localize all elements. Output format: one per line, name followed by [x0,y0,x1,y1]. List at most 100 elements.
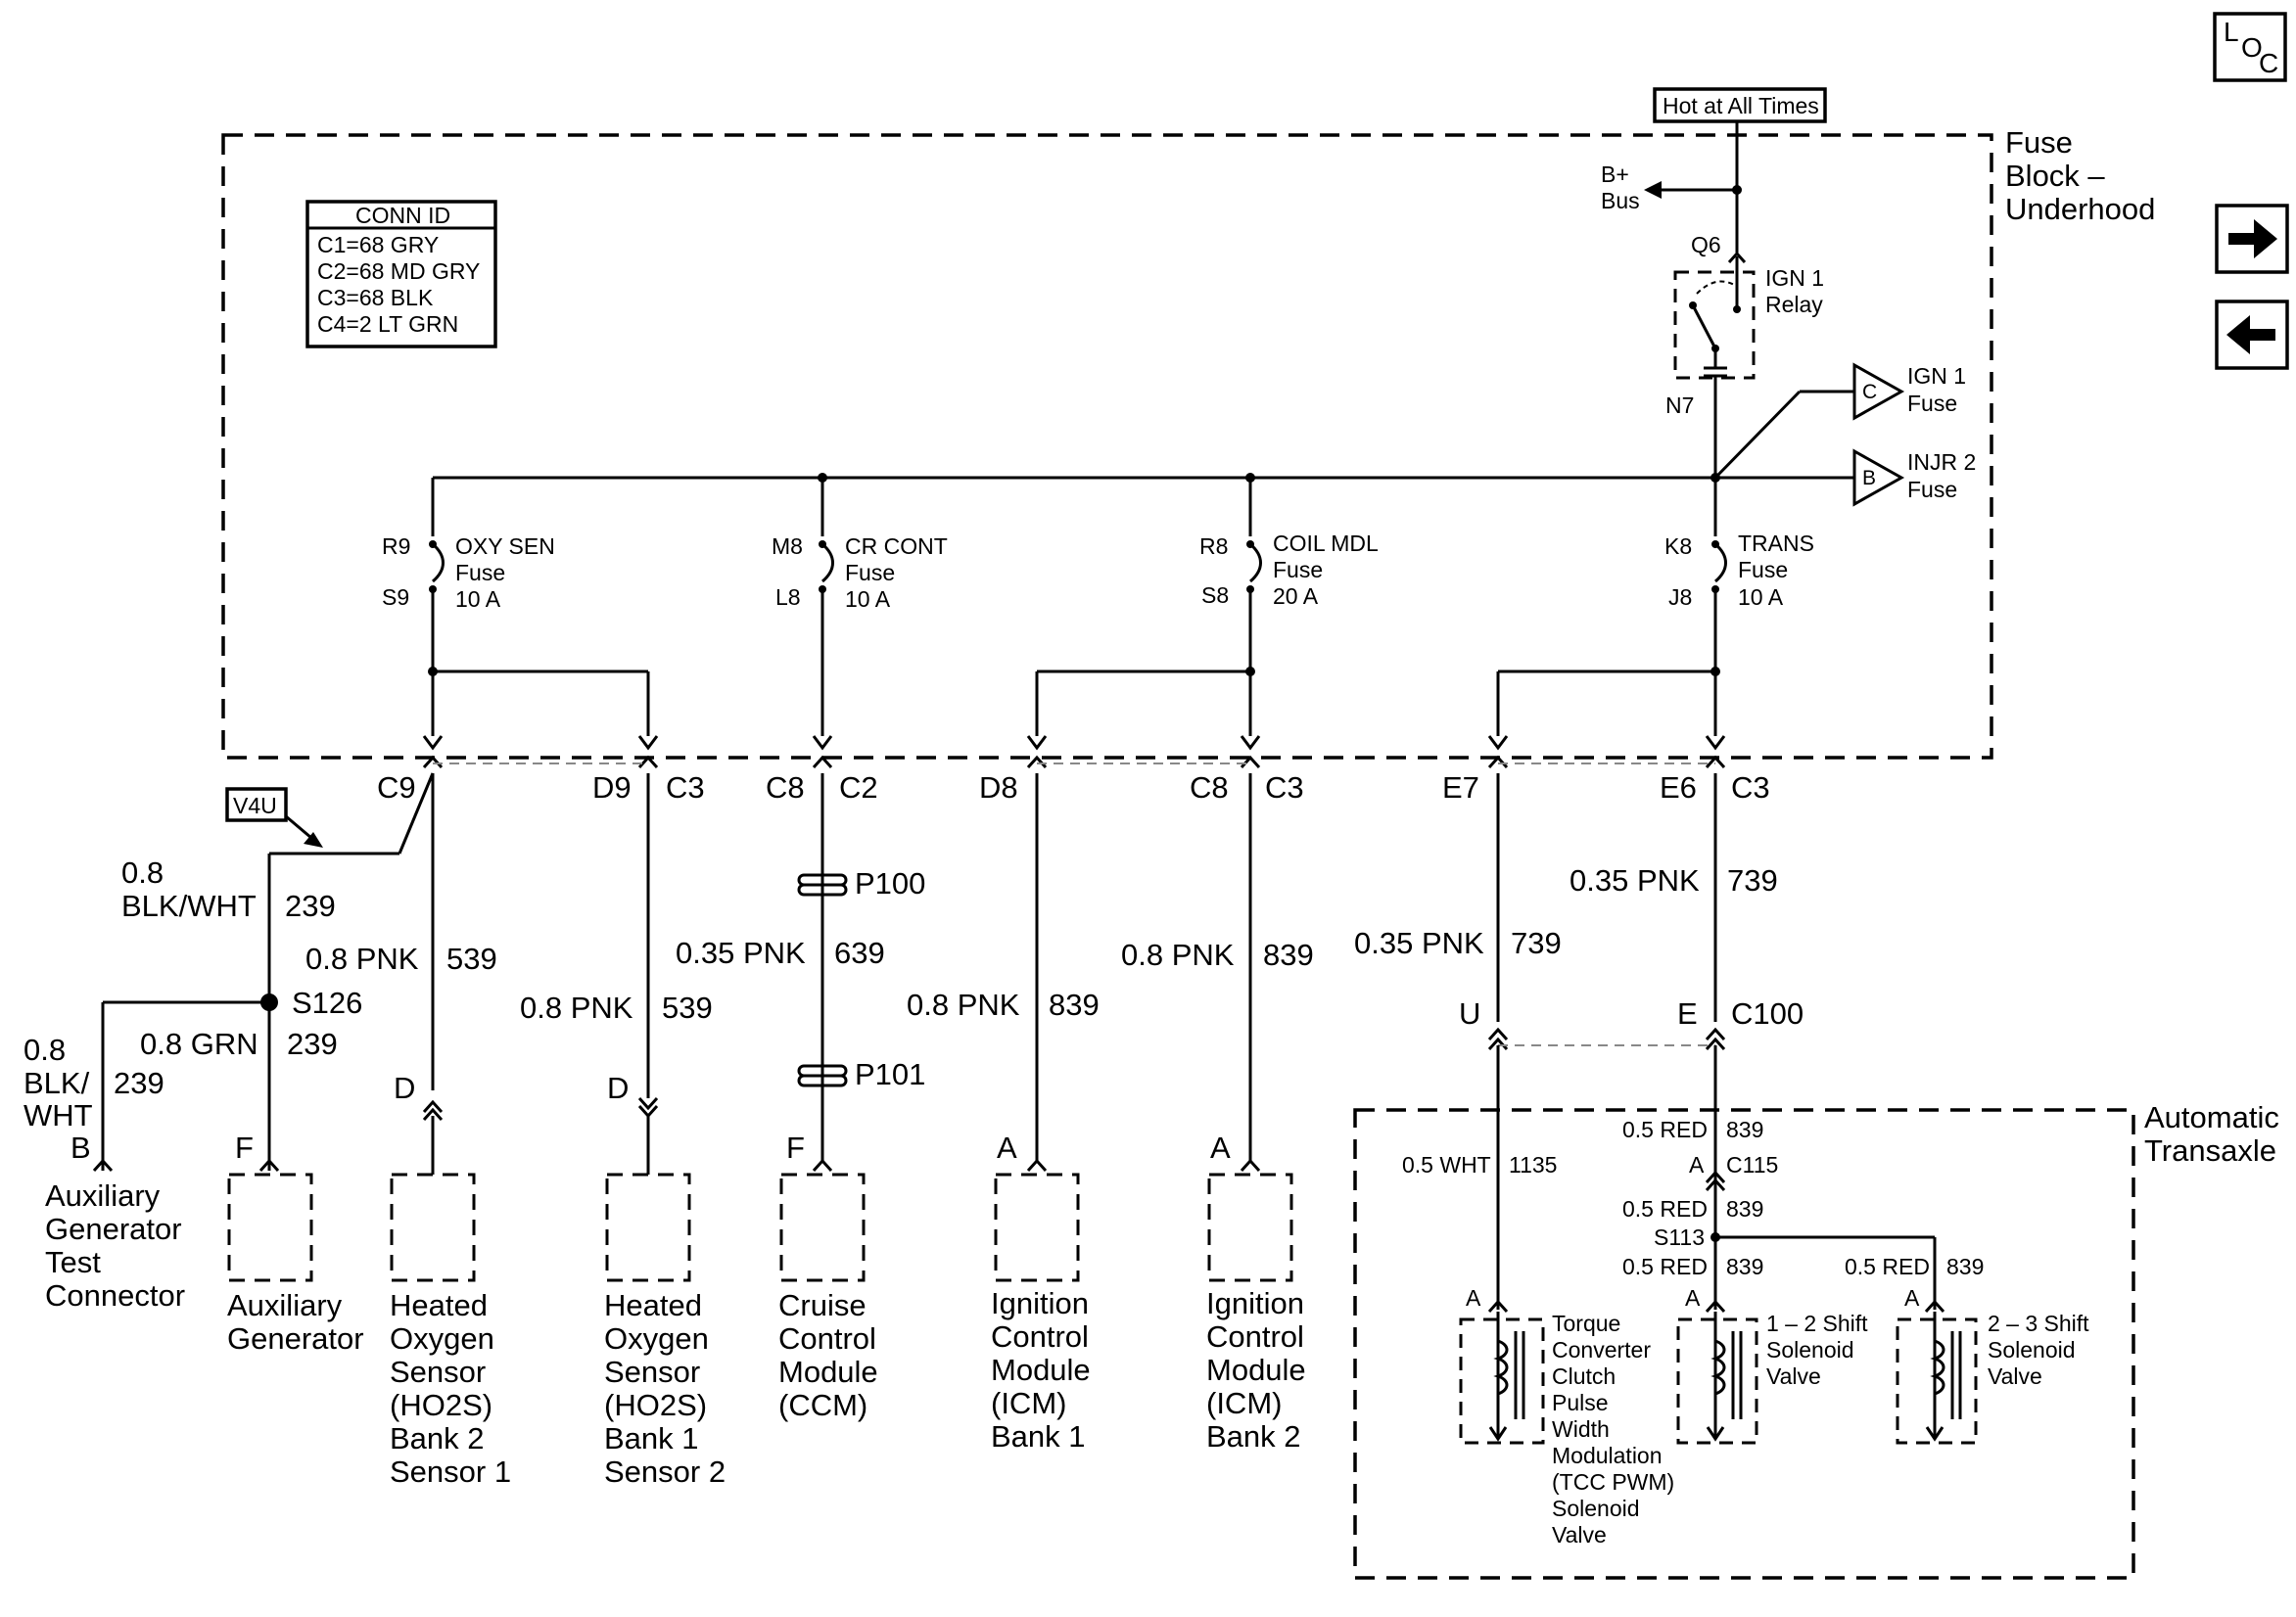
wire-color: WHT [23,1098,93,1132]
ref-flag-b-letter: B [1862,467,1876,489]
component-pin: F [786,1131,805,1165]
wire-circuit: 739 [1511,926,1562,960]
wire-circuit: 539 [446,942,497,976]
transaxle-title-line1: Automatic [2144,1100,2279,1134]
wire-color: BLK/WHT [121,889,257,923]
ref-flag-c-icon [1852,362,1905,421]
ign1-relay [1673,256,1756,380]
splice-p100 [797,873,848,897]
component-label-line: (HO2S) [604,1388,707,1422]
wire-circuit: 639 [834,936,885,970]
fuse-block-title-line1: Fuse [2005,125,2073,160]
component-label-line: Sensor 2 [604,1455,726,1489]
fuse-name: COIL MDL [1273,531,1379,556]
component-label-line: Control [778,1321,876,1356]
ref-flag-c-letter: C [1862,381,1877,403]
solenoid-pin: A [1685,1285,1701,1311]
solenoid-label-line: Pulse [1552,1390,1609,1415]
fuse-rating: 10 A [1738,584,1784,610]
fuse-word: Fuse [1738,557,1788,582]
component-pin: D [394,1071,415,1105]
terminal-pin-icon [1705,735,1726,769]
wire-size-color: 0.8 PNK [1121,938,1235,972]
fuse-cr-cont: M8 L8 CR CONT Fuse 10 A [772,478,948,736]
component-pin: B [70,1131,91,1165]
coil-icon [1930,1339,1945,1396]
solenoid-1-2-shift: A 1 – 2 Shift Solenoid Valve [1676,1285,1868,1445]
wire-circuit: 1135 [1509,1152,1557,1178]
option-arrow-icon [304,832,323,848]
connector-e7: E7 [1442,770,1479,805]
connector-c3: C3 [1731,770,1770,805]
c100-pin-u: U [1459,996,1480,1031]
component-label-line: Ignition [991,1286,1089,1320]
connector-d8: D8 [979,770,1018,805]
wire-size: 0.8 [23,1033,66,1067]
fuse-coil-mdl: R8 S8 COIL MDL Fuse 20 A [1199,478,1379,736]
wire-size-color: 0.35 PNK [676,936,806,970]
next-page-button[interactable] [2215,204,2289,274]
component-label-line: Ignition [1206,1286,1304,1320]
wire-circuit: 239 [285,889,336,923]
solenoid-label-line: Modulation [1552,1443,1663,1468]
component-label-line: Bank 2 [390,1421,485,1455]
component-label-line: Bank 1 [604,1421,699,1455]
wire-size-color: 0.5 RED [1845,1254,1930,1279]
component-label-line: (HO2S) [390,1388,492,1422]
component-label-line: Generator [227,1321,364,1356]
connector-e6: E6 [1660,770,1697,805]
hot-at-all-times-label: Hot at All Times [1653,87,1827,123]
component-pin: F [235,1131,254,1165]
fuse-word: Fuse [1273,557,1323,582]
conn-id-row: C2=68 MD GRY [317,258,480,284]
wire-size-color: 0.8 PNK [907,988,1020,1022]
connector-c100 [1487,1027,1726,1051]
fuse-block-underhood: Fuse Block – Underhood CONN ID C1=68 GRY… [221,87,2155,760]
connector-c3: C3 [666,770,705,805]
loc-letter-c: C [2259,48,2278,78]
fuse-trans: K8 J8 TRANS Fuse 10 A [1664,478,1814,736]
fuse-name: OXY SEN [455,533,555,559]
component-icm-bank2: A Ignition Control Module (ICM) Bank 2 [1206,1131,1306,1454]
loc-letter-l: L [2224,17,2239,47]
fuse-oxy-sen: R9 S9 OXY SEN Fuse 10 A [382,478,555,736]
component-label-line: Bank 1 [991,1419,1086,1454]
connector-c8: C8 [766,770,805,805]
solenoid-label-line: Width [1552,1416,1610,1442]
wire-circuit: 839 [1946,1254,1984,1279]
wire-circuit: 239 [287,1027,338,1061]
component-label-line: Oxygen [390,1321,494,1356]
fuse-word: Fuse [845,560,895,585]
arrow-left-icon [2226,315,2275,354]
component-label-line: Cruise [778,1288,867,1322]
ref-b-line2: Fuse [1907,477,1957,502]
solenoid-label-line: Solenoid [1766,1337,1854,1363]
component-ho2s-bank2-sensor1: D Heated Oxygen Sensor (HO2S) Bank 2 Sen… [390,1071,511,1489]
wire-size-color: 0.5 RED [1622,1254,1708,1279]
splice-p101-label: P101 [855,1057,925,1091]
prev-page-button[interactable] [2215,300,2289,370]
solenoid-pin: A [1466,1285,1481,1311]
ref-c-line1: IGN 1 [1907,363,1966,389]
wire-color: BLK/ [23,1066,90,1100]
fuse-pin-bottom: L8 [775,584,801,610]
solenoid-2-3-shift: A 2 – 3 Shift Solenoid Valve [1896,1285,2089,1445]
loc-button[interactable]: L O C [2213,12,2287,82]
component-label-line: Module [991,1353,1091,1387]
terminal-pin-icon [812,735,833,769]
component-label-line: Heated [390,1288,488,1322]
wire-size-color: 0.35 PNK [1354,926,1484,960]
component-ho2s-bank1-sensor2: D Heated Oxygen Sensor (HO2S) Bank 1 Sen… [604,1071,726,1489]
wire-circuit: 839 [1726,1196,1763,1222]
fuse-pin-top: R9 [382,533,410,559]
c100-label: C100 [1731,996,1804,1031]
solenoid-label-line: 1 – 2 Shift [1766,1311,1868,1336]
solenoid-pin: A [1904,1285,1920,1311]
fuse-pin-bottom: J8 [1668,584,1692,610]
bplus-bus-arrow-icon [1644,181,1662,199]
solenoid-label-line: Valve [1988,1363,2042,1389]
solenoid-label-line: Solenoid [1988,1337,2076,1363]
component-label-line: Sensor 1 [390,1455,511,1489]
wire-circuit: 539 [662,991,713,1025]
wire-circuit: 839 [1726,1117,1763,1142]
